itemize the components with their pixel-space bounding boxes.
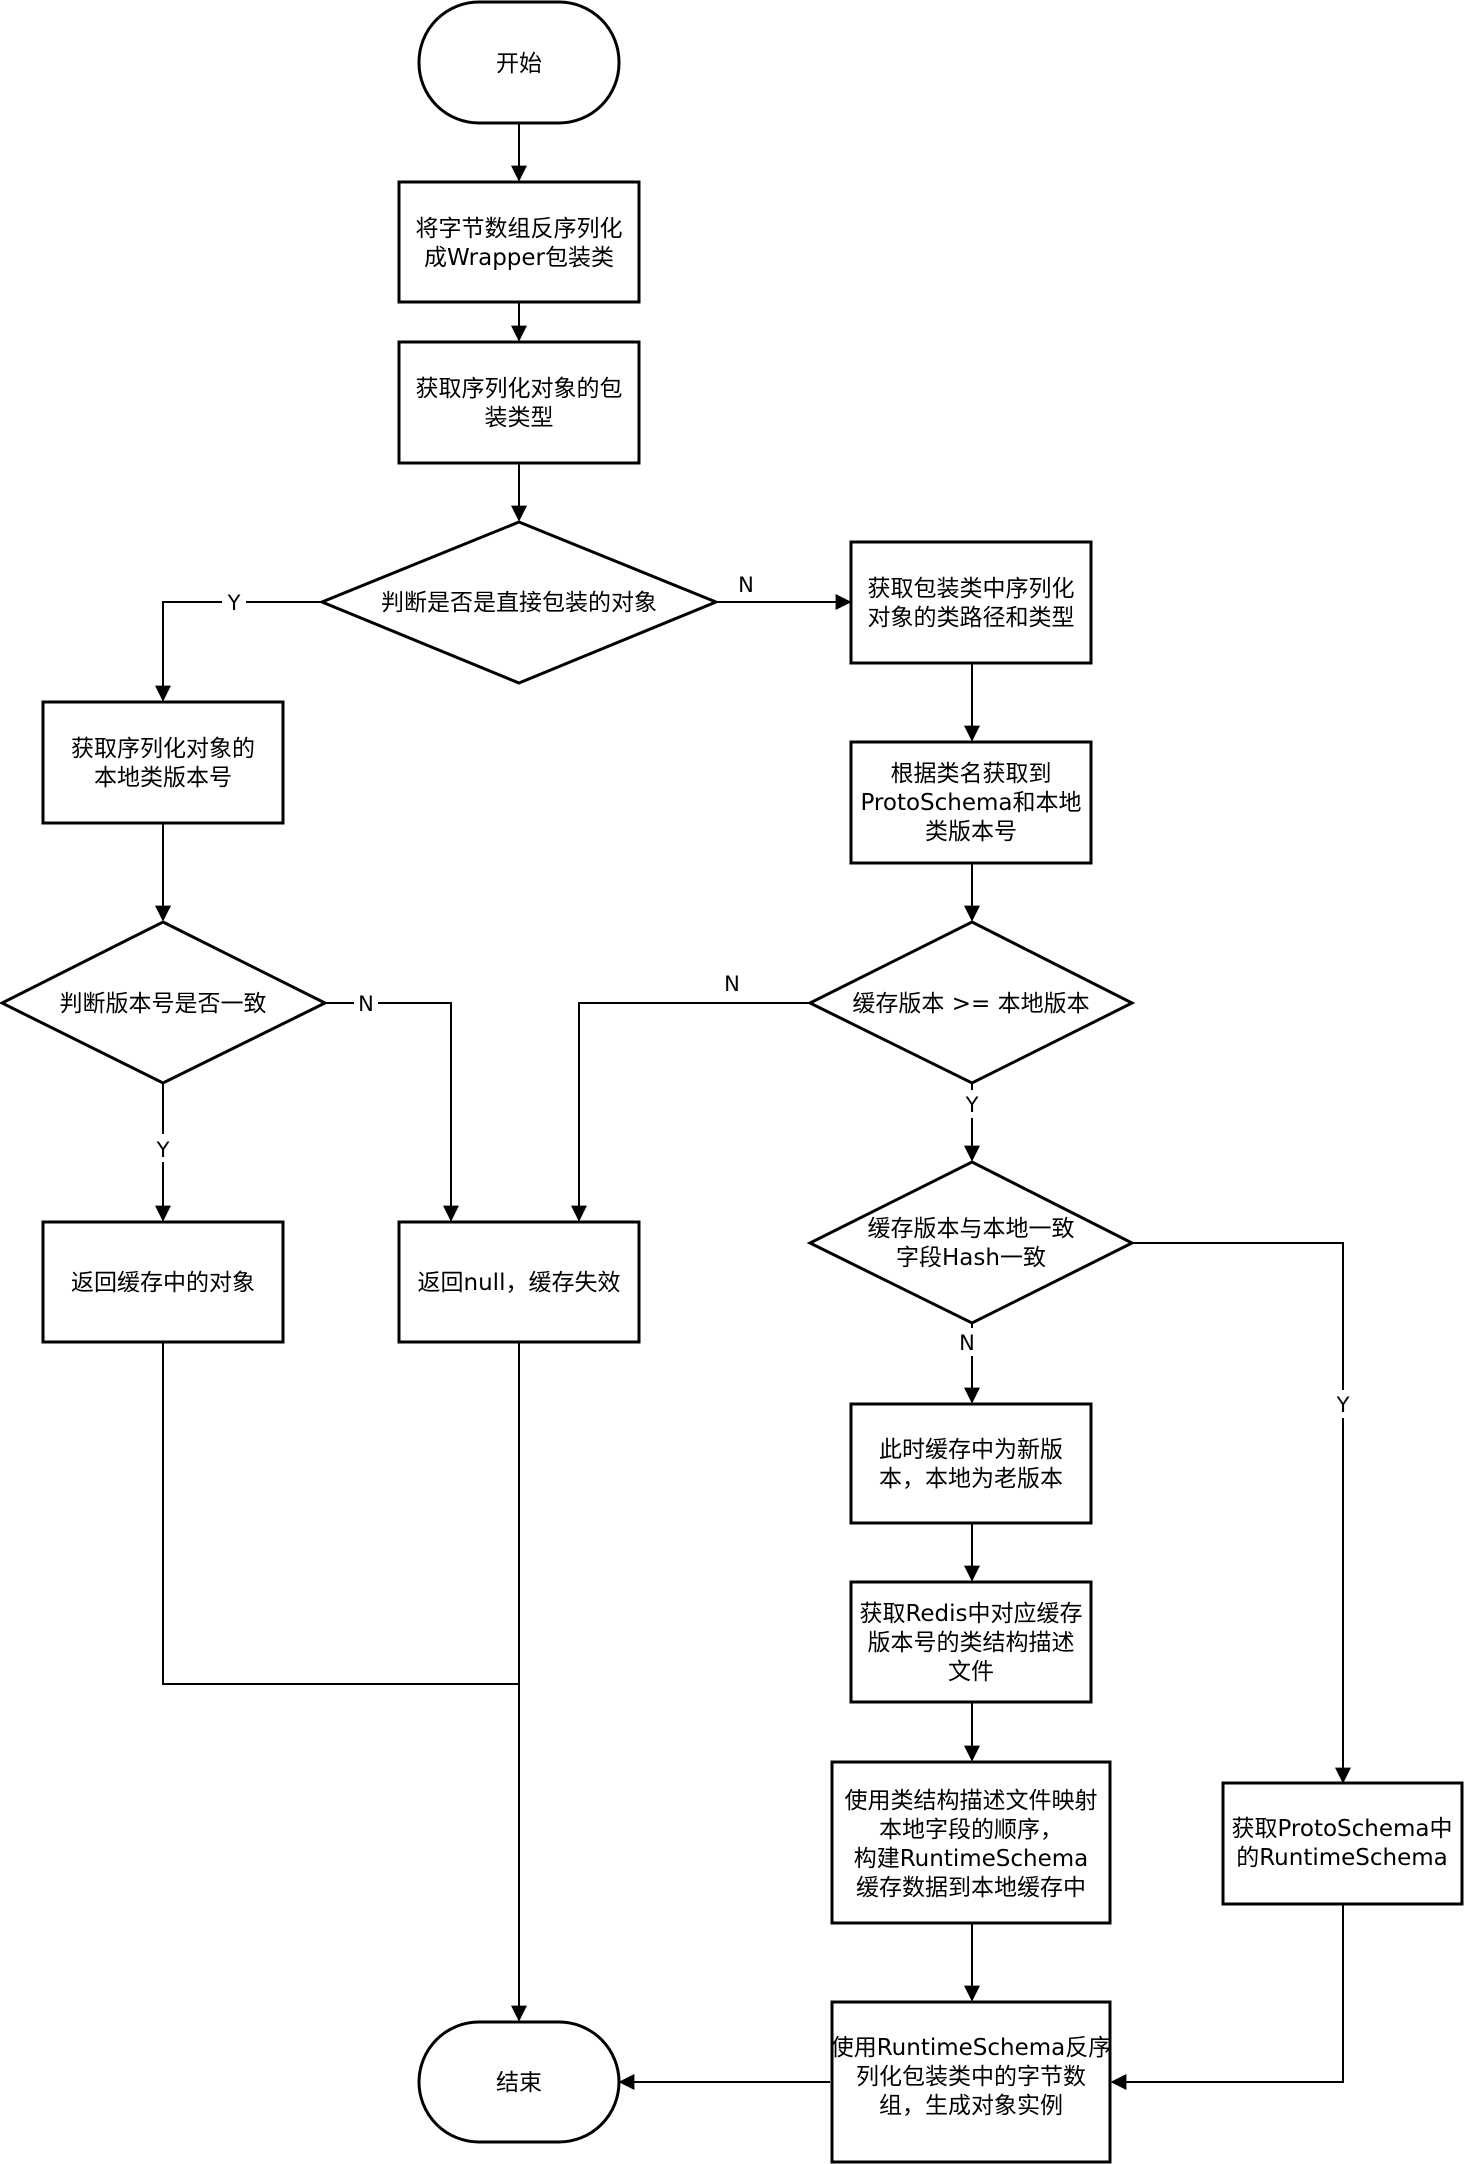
edge-runtime-schema-to-deserialize (1110, 1905, 1344, 2090)
cache-ge-local-decision (806, 920, 1136, 1085)
get-runtime-schema-line1: 获取ProtoSchema中 (1231, 1816, 1452, 1842)
get-local-version-line2: 本地类版本号 (94, 765, 232, 791)
cache-equal-hash-line2: 字段Hash一致 (896, 1245, 1046, 1271)
deserialize-bytes-box (830, 2000, 1112, 2164)
label-cache-ge-no: N (724, 972, 740, 996)
get-local-version-line1: 获取序列化对象的 (71, 736, 255, 762)
label-direct-yes: Y (227, 591, 241, 615)
end-terminal (417, 2020, 621, 2144)
get-wrapper-type-line2: 装类型 (485, 405, 554, 431)
deserialize-bytes-line1: 使用RuntimeSchema反序 (831, 2035, 1112, 2061)
deserialize-wrapper-line2: 成Wrapper包装类 (424, 245, 614, 271)
deserialize-wrapper-box (397, 180, 641, 304)
get-schema-box (849, 740, 1093, 865)
cache-newer-box (849, 1402, 1093, 1525)
build-runtime-schema-line1: 使用类结构描述文件映射 (845, 1788, 1098, 1814)
build-runtime-schema-line2: 本地字段的顺序， (879, 1817, 1063, 1843)
edge-cache-ge-no (571, 1002, 810, 1222)
edge-hash-yes (1132, 1242, 1351, 1784)
start-terminal (417, 0, 621, 125)
label-version-yes: Y (156, 1138, 170, 1162)
label-cache-ge-yes: Y (965, 1093, 979, 1117)
deserialize-bytes-line3: 组，生成对象实例 (879, 2093, 1063, 2119)
edge-version-no (325, 1002, 459, 1222)
deserialize-wrapper-line1: 将字节数组反序列化 (416, 216, 623, 242)
get-runtime-schema-line2: 的RuntimeSchema (1236, 1845, 1448, 1871)
is-direct-wrap-decision (318, 520, 720, 685)
get-schema-line3: 类版本号 (925, 819, 1017, 845)
get-class-path-line1: 获取包装类中序列化 (868, 576, 1075, 602)
edge-direct-yes (155, 601, 322, 702)
version-equal-label: 判断版本号是否一致 (60, 991, 267, 1017)
return-cached-label: 返回缓存中的对象 (71, 1270, 255, 1296)
edge-return-cached-down (162, 1343, 519, 1685)
get-redis-desc-line1: 获取Redis中对应缓存 (859, 1601, 1082, 1627)
cache-equal-hash-decision (806, 1160, 1136, 1325)
return-null-label: 返回null，缓存失效 (418, 1270, 621, 1296)
is-direct-wrap-label: 判断是否是直接包装的对象 (381, 590, 657, 616)
deserialize-bytes-line2: 列化包装类中的字节数 (856, 2064, 1086, 2090)
get-redis-desc-line3: 文件 (948, 1659, 994, 1685)
build-runtime-schema-line3: 构建RuntimeSchema (854, 1846, 1089, 1872)
get-redis-desc-box (849, 1580, 1093, 1704)
get-wrapper-type-line1: 获取序列化对象的包 (416, 376, 623, 402)
get-schema-line1: 根据类名获取到 (891, 761, 1052, 787)
label-hash-no: N (959, 1331, 975, 1355)
label-hash-yes: Y (1336, 1393, 1350, 1417)
get-wrapper-type-box (397, 340, 641, 465)
cache-newer-line1: 此时缓存中为新版 (879, 1437, 1063, 1463)
build-runtime-schema-box (830, 1760, 1112, 1925)
build-runtime-schema-line4: 缓存数据到本地缓存中 (856, 1875, 1086, 1901)
get-runtime-schema-box (1221, 1781, 1464, 1906)
get-class-path-box (849, 540, 1093, 665)
label-direct-no: N (738, 573, 754, 597)
end-label: 结束 (496, 2070, 542, 2096)
get-redis-desc-line2: 版本号的类结构描述 (868, 1630, 1075, 1656)
label-version-no: N (358, 992, 374, 1016)
version-equal-decision (0, 920, 329, 1085)
return-cached-box (41, 1220, 285, 1344)
cache-equal-hash-line1: 缓存版本与本地一致 (868, 1216, 1075, 1242)
get-class-path-line2: 对象的类路径和类型 (868, 605, 1075, 631)
cache-ge-local-label: 缓存版本 >= 本地版本 (852, 991, 1089, 1017)
cache-newer-line2: 本，本地为老版本 (879, 1466, 1063, 1492)
return-null-box (397, 1220, 641, 1344)
start-label: 开始 (496, 51, 542, 77)
get-local-version-box (41, 700, 285, 825)
get-schema-line2: ProtoSchema和本地 (860, 790, 1081, 816)
